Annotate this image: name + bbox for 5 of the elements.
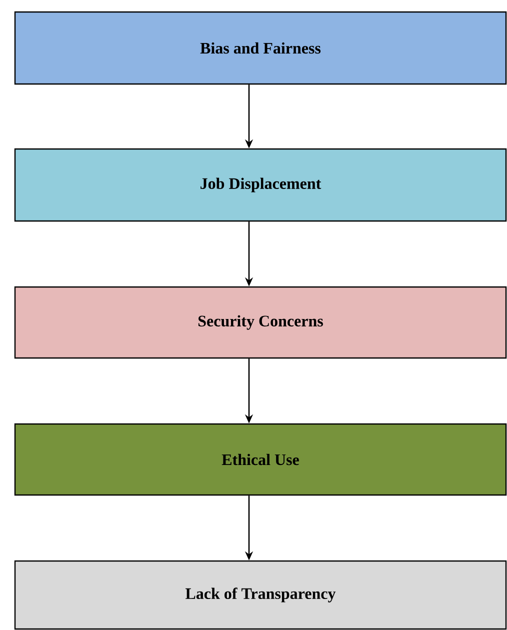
process-box: Job Displacement (14, 148, 507, 222)
process-box: Bias and Fairness (14, 11, 507, 85)
process-box: Security Concerns (14, 286, 507, 359)
process-box: Lack of Transparency (14, 560, 507, 630)
process-box: Ethical Use (14, 423, 507, 496)
